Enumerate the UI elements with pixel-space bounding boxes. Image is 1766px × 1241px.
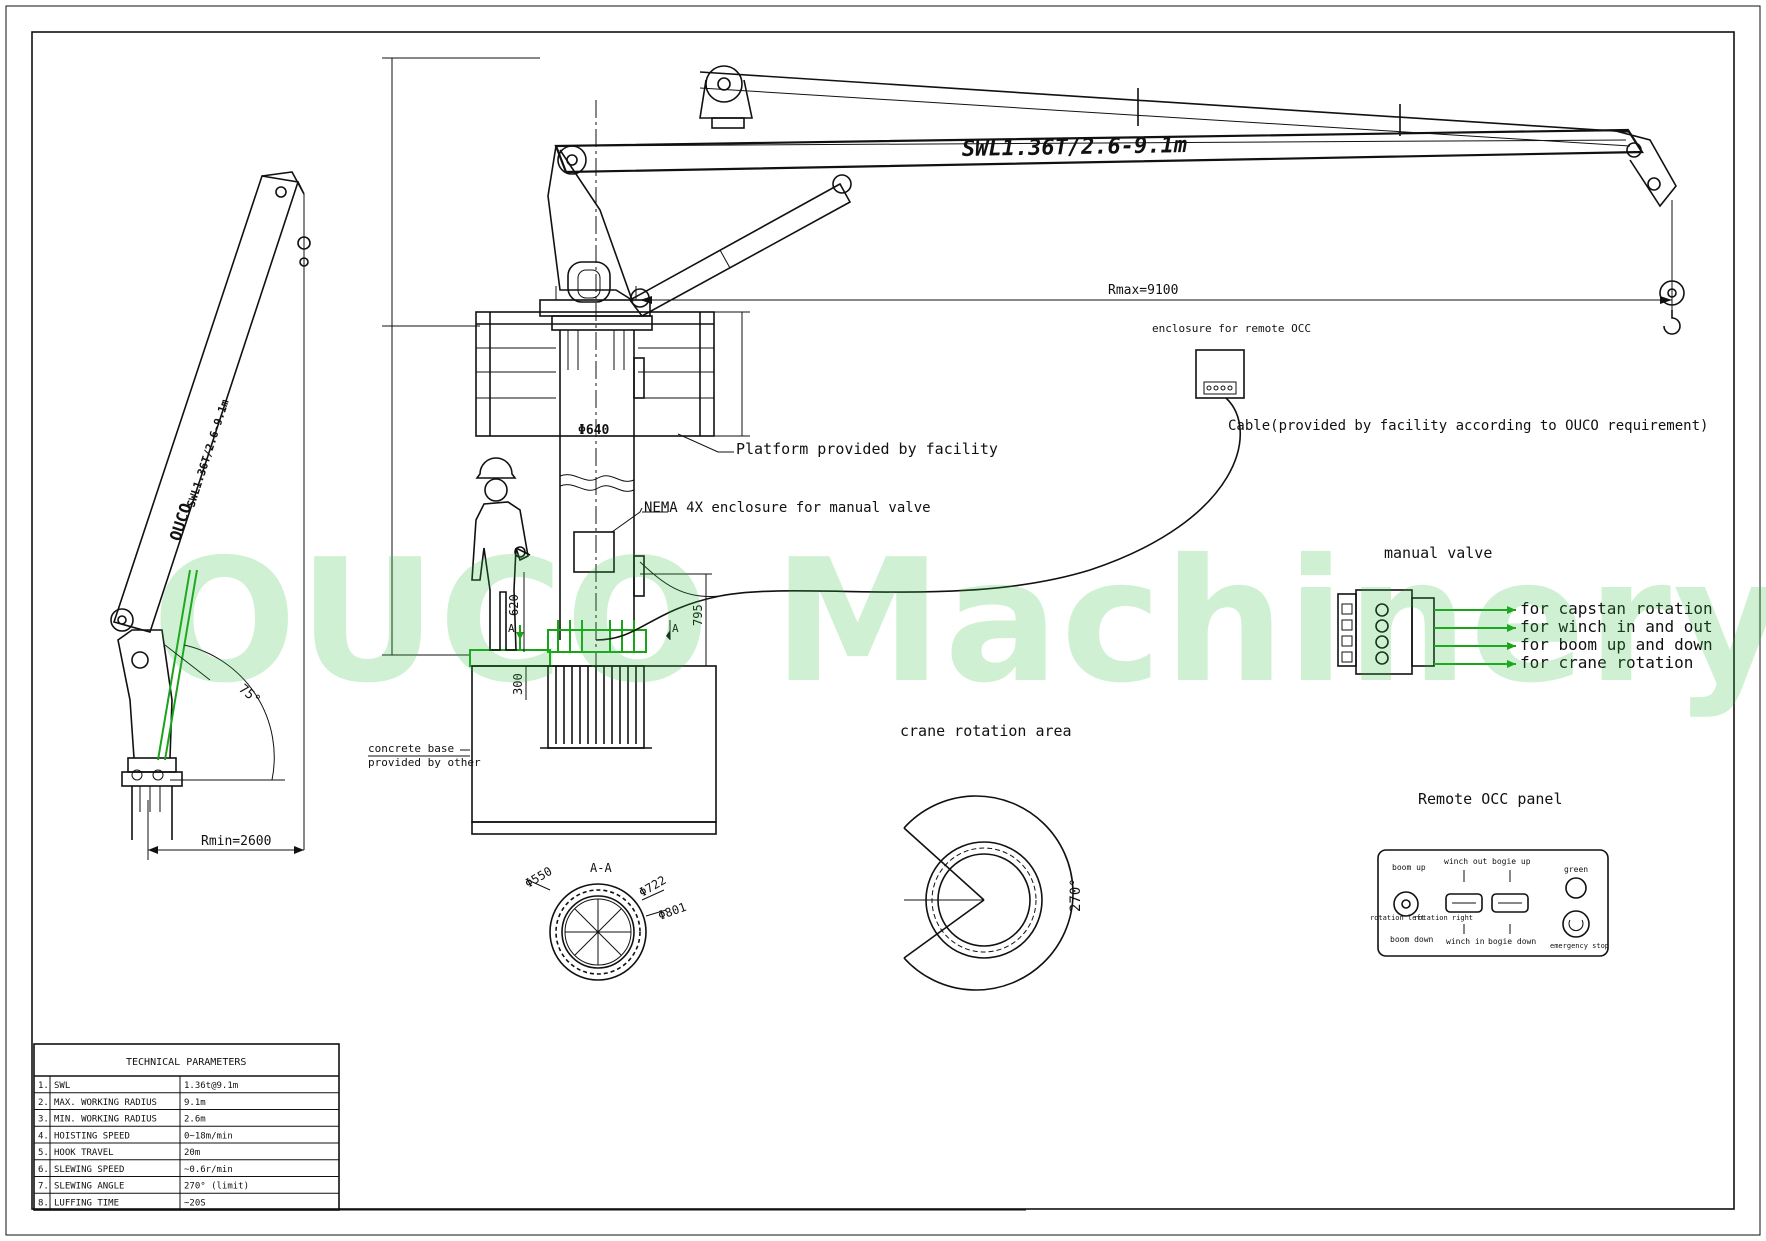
cable-callout: Cable(provided by facility according to …	[1228, 418, 1708, 434]
column-dia-label: Φ640	[578, 423, 609, 438]
enclosure-remote-label: enclosure for remote OCC	[1152, 322, 1311, 335]
table-cell-value: 270° (limit)	[184, 1182, 249, 1192]
table-cell-no: 5.	[38, 1148, 49, 1158]
tech-table-title: TECHNICAL PARAMETERS	[126, 1057, 246, 1068]
table-cell-no: 1.	[38, 1081, 49, 1091]
table-cell-value: 1.36t@9.1m	[184, 1081, 238, 1091]
platform	[475, 311, 715, 437]
panel-bogie-up: bogie up	[1492, 857, 1531, 866]
table-cell-value: ~20S	[184, 1198, 206, 1208]
drawing-frame-inner	[31, 31, 1735, 1210]
remote-occ-panel: Remote OCC panel boom up boom down rotat…	[1370, 790, 1609, 957]
worker-figure	[471, 457, 531, 651]
table-cell-parameter: MAX. WORKING RADIUS	[54, 1098, 157, 1108]
table-cell-parameter: SLEWING SPEED	[54, 1165, 124, 1175]
dim-d550: Φ550	[523, 864, 555, 891]
panel-green: green	[1564, 865, 1588, 874]
drawing-frame-outer	[5, 5, 1761, 1236]
concrete-callout-1: concrete base	[368, 742, 454, 755]
section-title: A-A	[590, 861, 612, 875]
rmax-label: Rmax=9100	[1108, 283, 1178, 298]
raised-boom-side-view: OUCO SWL1.36T/2.6-9.1m 75° Rmin=2600	[110, 171, 311, 860]
rotation-angle-label: 270°	[1068, 878, 1084, 912]
panel-winch-out: winch out	[1444, 857, 1488, 866]
technical-parameters-table: TECHNICAL PARAMETERS 1. SWL 1.36t@9.1m 2. MA…	[33, 1043, 340, 1211]
table-cell-parameter: MIN. WORKING RADIUS	[54, 1115, 157, 1125]
main-boom	[554, 128, 1644, 174]
table-cell-no: 3.	[38, 1115, 49, 1125]
dim-d801: Φ801	[656, 900, 688, 923]
valve-function-4: for crane rotation	[1520, 653, 1693, 672]
table-cell-no: 7.	[38, 1182, 49, 1192]
watermark-text: OUCO Machinery	[152, 523, 1766, 721]
table-cell-parameter: HOISTING SPEED	[54, 1131, 130, 1141]
dim-300: 300	[511, 673, 525, 695]
remote-panel-title: Remote OCC panel	[1418, 790, 1563, 808]
boom-swl-label: SWL1.36T/2.6-9.1m	[962, 133, 1188, 162]
table-cell-no: 6.	[38, 1165, 49, 1175]
crane-rotation-area: crane rotation area 270°	[900, 722, 1084, 991]
platform-callout: Platform provided by facility	[736, 440, 998, 458]
dim-795: 795	[691, 604, 705, 626]
valve-function-2: for winch in and out	[1520, 617, 1713, 636]
table-cell-value: 2.6m	[184, 1115, 206, 1125]
panel-rotation-right: rotation right	[1414, 914, 1473, 922]
section-a-a: A-A Φ550 Φ722 Φ801	[523, 861, 688, 981]
manual-valve: manual valve for capstan rotation for wi…	[1337, 544, 1713, 675]
side-boom-swl: SWL1.36T/2.6-9.1m	[184, 397, 231, 508]
valve-function-3: for boom up and down	[1520, 635, 1713, 654]
manual-valve-title: manual valve	[1384, 544, 1492, 562]
table-cell-parameter: SLEWING ANGLE	[54, 1182, 124, 1192]
table-cell-value: 9.1m	[184, 1098, 206, 1108]
table-cell-parameter: HOOK TRAVEL	[54, 1148, 114, 1158]
panel-rotation-left: rotation left	[1370, 914, 1425, 922]
table-cell-no: 4.	[38, 1131, 49, 1141]
section-mark-right: A	[672, 622, 679, 635]
table-cell-value: 20m	[184, 1148, 200, 1158]
table-cell-value: ~0.6r/min	[184, 1165, 233, 1175]
table-cell-no: 8.	[38, 1198, 49, 1208]
nema-callout: NEMA 4X enclosure for manual valve	[644, 500, 931, 516]
table-cell-parameter: SWL	[54, 1081, 70, 1091]
panel-bogie-down: bogie down	[1488, 937, 1536, 946]
rmin-label: Rmin=2600	[201, 834, 271, 849]
panel-winch-in: winch in	[1446, 937, 1485, 946]
valve-function-1: for capstan rotation	[1520, 599, 1713, 618]
main-crane-elevation: SWL1.36T/2.6-9.1m Rmax=9100	[368, 57, 1685, 835]
section-mark-left: A	[508, 622, 515, 635]
panel-boom-up: boom up	[1392, 863, 1426, 872]
concrete-callout-2: provided by other	[368, 756, 481, 769]
table-cell-no: 2.	[38, 1098, 49, 1108]
panel-boom-down: boom down	[1390, 935, 1434, 944]
panel-emergency-stop: emergency stop	[1550, 942, 1609, 950]
remote-occ-enclosure: enclosure for remote OCC Cable(provided …	[595, 322, 1708, 641]
dim-620: 620	[507, 594, 521, 616]
table-cell-parameter: LUFFING TIME	[54, 1198, 119, 1208]
table-cell-value: 0~18m/min	[184, 1131, 233, 1141]
rotation-area-title: crane rotation area	[900, 722, 1072, 740]
